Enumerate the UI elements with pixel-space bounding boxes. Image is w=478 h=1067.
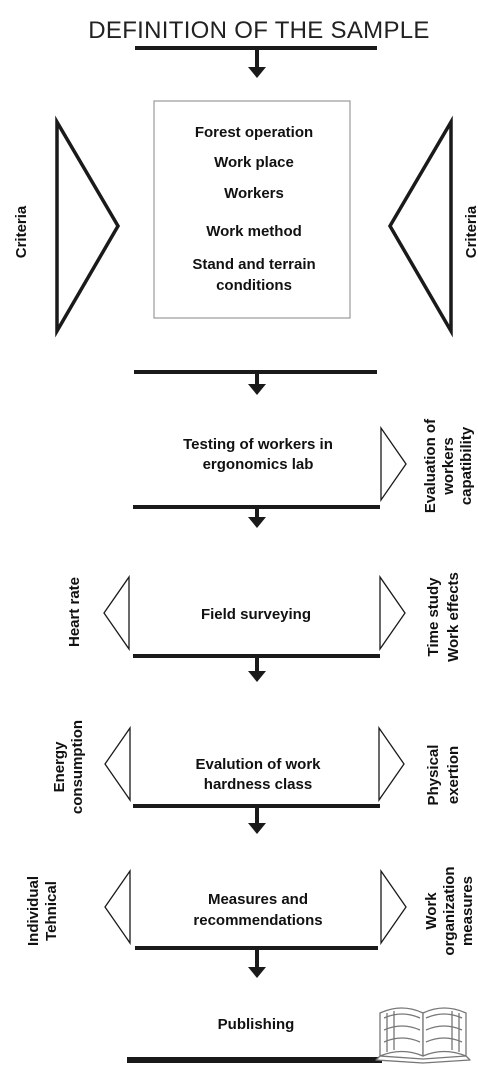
sample-item: conditions [216, 277, 292, 294]
left-triangle-step3 [104, 725, 131, 803]
arrow-head-top [248, 67, 266, 78]
criteria-label-right: Criteria [463, 205, 478, 258]
right-triangle-step1 [380, 425, 407, 503]
right-label-line: Time study [425, 577, 442, 657]
left-label-line: Heart rate [66, 577, 83, 647]
right-label-line: Physical [425, 745, 442, 806]
right-label-line: organization [441, 866, 458, 955]
step-text: hardness class [204, 776, 312, 793]
criteria-label-left: Criteria [13, 205, 30, 258]
connector-bar [133, 804, 380, 808]
left-triangle-step2 [103, 574, 130, 652]
left-label-line: consumption [69, 720, 86, 814]
sample-item: Work place [214, 154, 294, 171]
sample-item: Forest operation [195, 124, 313, 141]
open-book-icon [375, 1007, 471, 1064]
connector-bar [133, 505, 380, 509]
step-text: Field surveying [201, 606, 311, 623]
step-text: Measures and [208, 891, 308, 908]
right-label-line: Work [423, 892, 440, 930]
right-label-line: workers [440, 437, 457, 496]
left-label-line: Individual [25, 876, 42, 946]
arrow-head [248, 671, 266, 682]
connector-bar-top [135, 46, 377, 50]
step-text: ergonomics lab [203, 456, 314, 473]
right-label-line: capatibility [458, 426, 475, 505]
right-triangle-step4 [380, 868, 407, 946]
connector-bar [135, 946, 378, 950]
arrow-head [248, 517, 266, 528]
connector-bar-bottom [127, 1057, 382, 1063]
arrow-head [248, 823, 266, 834]
sample-item: Stand and terrain [192, 256, 315, 273]
arrow-head [248, 384, 266, 395]
final-step-label: Publishing [218, 1016, 295, 1033]
step-text: recommendations [193, 912, 322, 929]
diagram-title: DEFINITION OF THE SAMPLE [88, 17, 429, 44]
right-label-line: exertion [445, 746, 462, 804]
right-triangle-step2 [379, 574, 406, 652]
sample-item: Work method [206, 223, 302, 240]
arrow-head [248, 967, 266, 978]
connector-bar [134, 370, 377, 374]
left-label-line: Tehnical [43, 881, 60, 941]
criteria-triangle-left [55, 115, 121, 338]
left-triangle-step4 [104, 868, 131, 946]
right-label-line: Evaluation of [422, 418, 439, 513]
right-label-line: measures [459, 876, 476, 946]
left-label-line: Energy [51, 741, 68, 793]
right-triangle-step3 [378, 725, 405, 803]
sample-item: Workers [224, 185, 284, 202]
step-text: Evalution of work [195, 756, 321, 773]
connector-bar [133, 654, 380, 658]
criteria-triangle-right [387, 115, 453, 338]
right-label-line: Work effects [445, 572, 462, 662]
step-text: Testing of workers in [183, 436, 333, 453]
sample-criteria-box [153, 100, 351, 319]
